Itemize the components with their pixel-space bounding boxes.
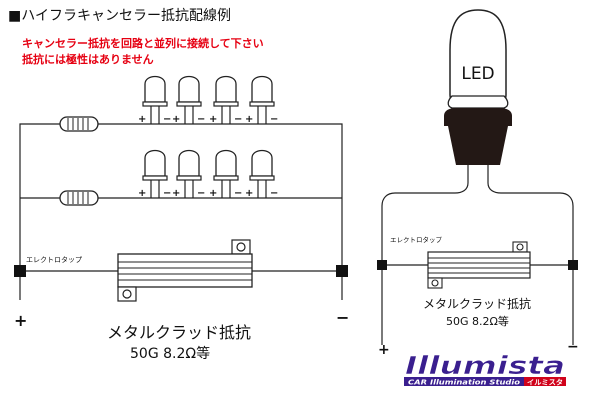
led-minus-mark: − [270, 188, 278, 199]
led-top-4: +− [245, 75, 278, 125]
led-bottom-2: +− [172, 149, 205, 199]
terminal-plus-right: + [378, 342, 390, 358]
led-bottom-1: +− [138, 149, 171, 199]
inline-resistor-top [59, 116, 99, 132]
note-line-2: 抵抗には極性はありません [22, 52, 154, 66]
led-row-bottom: +−+−+−+− [138, 149, 278, 199]
metal-clad-resistor-right [427, 241, 531, 289]
resistor-spec-right: 50G 8.2Ω等 [446, 314, 509, 328]
logo-tagline: CAR Illumination Studio [408, 379, 520, 387]
led-plus-mark: + [245, 188, 253, 199]
led-minus-mark: − [197, 114, 205, 125]
led-minus-mark: − [197, 188, 205, 199]
led-plus-mark: + [209, 188, 217, 199]
tap-label-left: エレクトロタップ [26, 255, 82, 264]
terminal-minus-right: − [567, 339, 579, 355]
led-minus-mark: − [270, 114, 278, 125]
led-plus-mark: + [209, 114, 217, 125]
metal-clad-resistor-left [117, 239, 253, 302]
resistor-label-right: メタルクラッド抵抗 [423, 296, 531, 311]
tap-label-right: エレクトロタップ [390, 235, 443, 244]
inline-resistor-bottom [59, 190, 99, 206]
note-line-1: キャンセラー抵抗を回路と並列に接続して下さい [22, 36, 264, 50]
led-minus-mark: − [234, 114, 242, 125]
electro-tap-left [14, 265, 26, 277]
led-plus-mark: + [245, 114, 253, 125]
logo-kana: イルミスタ [527, 378, 563, 387]
led-plus-mark: + [172, 114, 180, 125]
led-minus-mark: − [163, 188, 171, 199]
terminal-plus-left: + [14, 311, 27, 330]
illumista-logo: Illumista CAR Illumination Studio イルミスタ [404, 351, 566, 387]
bulb-circuit-wires [381, 165, 574, 345]
terminal-minus-left: − [336, 308, 349, 327]
diagram-title: ■ハイフラキャンセラー抵抗配線例 [8, 8, 231, 24]
led-top-1: +− [138, 75, 171, 125]
logo-wordmark: Illumista [405, 351, 565, 380]
led-bulb: LED [444, 9, 512, 165]
resistor-spec-left: 50G 8.2Ω等 [130, 345, 210, 362]
led-plus-mark: + [138, 188, 146, 199]
bulb-wire-left [381, 165, 469, 345]
electro-tap-bulb-right [568, 260, 578, 270]
led-plus-mark: + [172, 188, 180, 199]
led-top-2: +− [172, 75, 205, 125]
led-minus-mark: − [234, 188, 242, 199]
led-top-3: +− [209, 75, 242, 125]
bulb-wire-right [487, 165, 574, 345]
led-row-top: +−+−+−+− [138, 75, 278, 125]
led-minus-mark: − [163, 114, 171, 125]
led-plus-mark: + [138, 114, 146, 125]
electro-tap-right [336, 265, 348, 277]
electro-tap-bulb-left [377, 260, 387, 270]
led-bottom-3: +− [209, 149, 242, 199]
bulb-label: LED [461, 64, 494, 84]
resistor-label-left: メタルクラッド抵抗 [107, 323, 251, 342]
led-bottom-4: +− [245, 149, 278, 199]
